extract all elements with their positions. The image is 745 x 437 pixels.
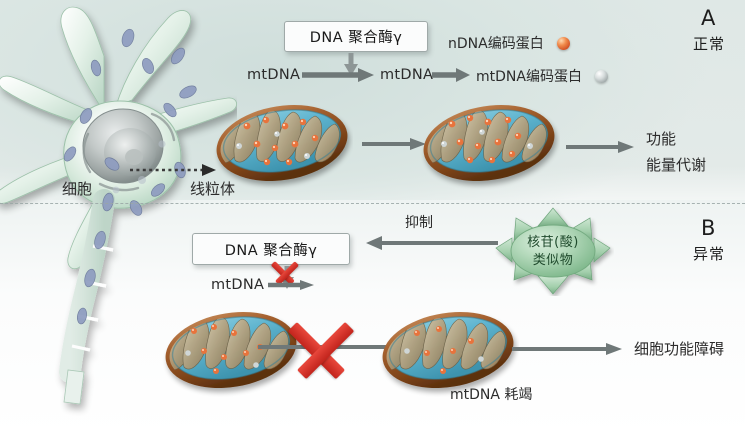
panel-b-inhibition-arrow xyxy=(366,236,498,250)
cell-label: 细胞 xyxy=(62,180,93,198)
panel-b-enzyme-box: DNA 聚合酶γ xyxy=(192,233,350,265)
legend-mtdna-protein: mtDNA编码蛋白 xyxy=(476,66,609,86)
panel-b-outcome-arrow xyxy=(512,343,622,355)
legend-mtdna-label: mtDNA编码蛋白 xyxy=(476,69,582,85)
mitochondria-label: 线粒体 xyxy=(190,180,236,198)
panel-b-outcome-label: 细胞功能障碍 xyxy=(634,340,725,358)
panel-a-enzyme-box: DNA 聚合酶γ xyxy=(284,21,428,52)
gray-sphere-icon xyxy=(595,70,609,83)
panel-a-outcome-arrow xyxy=(566,141,634,153)
legend-ndna-protein: nDNA编码蛋白 xyxy=(448,33,570,53)
panel-a-mtdna-product: mtDNA xyxy=(380,67,434,83)
panel-b-subtitle: 异常 xyxy=(693,245,726,263)
panel-a-outcome-line1: 功能 xyxy=(646,130,677,148)
drug-label-line2: 类似物 xyxy=(532,252,574,268)
neuron-icon xyxy=(0,0,237,437)
panel-b-inhibition-label: 抑制 xyxy=(405,215,433,231)
red-x-icon xyxy=(287,318,355,380)
nucleoside-analogue-burst: 核苷(酸) 类似物 xyxy=(492,206,614,296)
panel-a-mtdna-source: mtDNA xyxy=(247,67,301,83)
panel-a-subtitle: 正常 xyxy=(693,35,726,53)
panel-a-outcome-line2: 能量代谢 xyxy=(646,156,707,174)
panel-b-short-arrow xyxy=(268,280,314,290)
drug-label-line1: 核苷(酸) xyxy=(527,235,579,250)
mitochondrion-icon xyxy=(418,96,560,194)
panel-a-enzyme-down-arrow xyxy=(344,53,358,76)
legend-ndna-label: nDNA编码蛋白 xyxy=(448,36,544,52)
mtdna-depletion-label: mtDNA 耗竭 xyxy=(450,387,533,403)
panel-a-transition-arrow xyxy=(362,138,426,150)
panel-b-mtdna-source: mtDNA xyxy=(211,277,265,293)
panel-divider xyxy=(0,203,745,204)
mitochondrion-icon xyxy=(377,303,519,401)
panel-a-protein-arrow xyxy=(432,68,470,82)
panel-b-letter: B xyxy=(701,216,716,240)
panel-a-replication-arrow xyxy=(302,68,374,82)
mitochondrion-icon xyxy=(211,96,353,194)
panel-a-letter: A xyxy=(701,6,716,30)
dotted-arrow-icon xyxy=(130,164,216,176)
mitochondrion-icon xyxy=(160,303,302,401)
orange-sphere-icon xyxy=(556,37,570,50)
